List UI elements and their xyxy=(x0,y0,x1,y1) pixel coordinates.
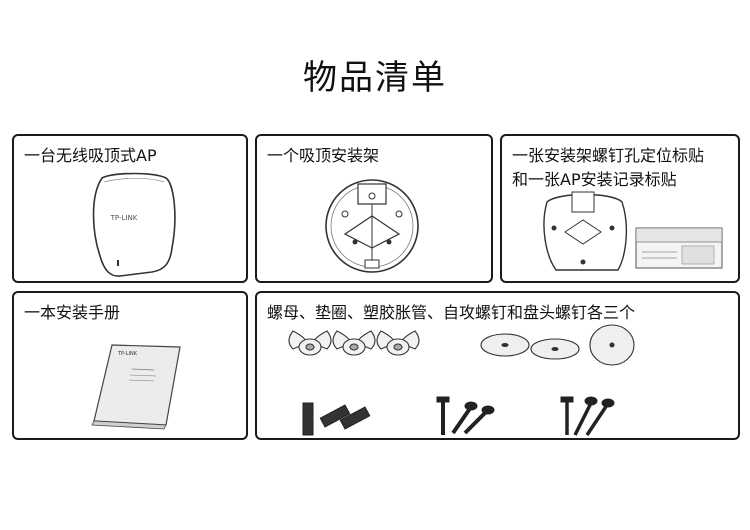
item-card-ap: 一台无线吸顶式AP TP-LINK xyxy=(12,134,248,283)
pan-head-screw-icon xyxy=(560,396,615,436)
item-label-stickers-line1: 一张安装架螺钉孔定位标贴 xyxy=(512,146,705,165)
hardware-illustration xyxy=(288,324,635,436)
item-card-stickers: 一张安装架螺钉孔定位标贴 和一张AP安装记录标贴 xyxy=(500,134,740,283)
item-label-manual: 一本安装手册 xyxy=(24,303,121,322)
device-logo: TP-LINK xyxy=(110,214,138,222)
sticker-illustration xyxy=(543,191,723,271)
mounting-bracket-illustration xyxy=(325,179,419,273)
item-label-bracket: 一个吸顶安装架 xyxy=(267,146,380,165)
item-label-stickers-line2: 和一张AP安装记录标贴 xyxy=(512,170,677,189)
item-label-hardware: 螺母、垫圈、塑胶胀管、自攻螺钉和盘头螺钉各三个 xyxy=(267,303,636,322)
wing-nut-icon xyxy=(376,330,420,356)
wing-nut-icon xyxy=(332,330,376,356)
manual-illustration: TP-LINK xyxy=(91,344,181,430)
item-card-manual: 一本安装手册 TP-LINK xyxy=(12,291,248,440)
plastic-anchor-icon xyxy=(302,402,371,436)
item-card-bracket: 一个吸顶安装架 xyxy=(255,134,493,283)
self-tapping-screw-icon xyxy=(436,396,495,435)
ceiling-ap-illustration: TP-LINK xyxy=(92,172,176,277)
item-label-ap: 一台无线吸顶式AP xyxy=(24,146,157,165)
page-title: 物品清单 xyxy=(303,58,447,98)
item-label-stickers: 一张安装架螺钉孔定位标贴 和一张AP安装记录标贴 xyxy=(512,144,704,192)
wing-nut-icon xyxy=(288,330,332,356)
item-card-hardware: 螺母、垫圈、塑胶胀管、自攻螺钉和盘头螺钉各三个 xyxy=(255,291,740,440)
manual-logo: TP-LINK xyxy=(117,351,138,357)
washer-icon xyxy=(480,324,635,366)
